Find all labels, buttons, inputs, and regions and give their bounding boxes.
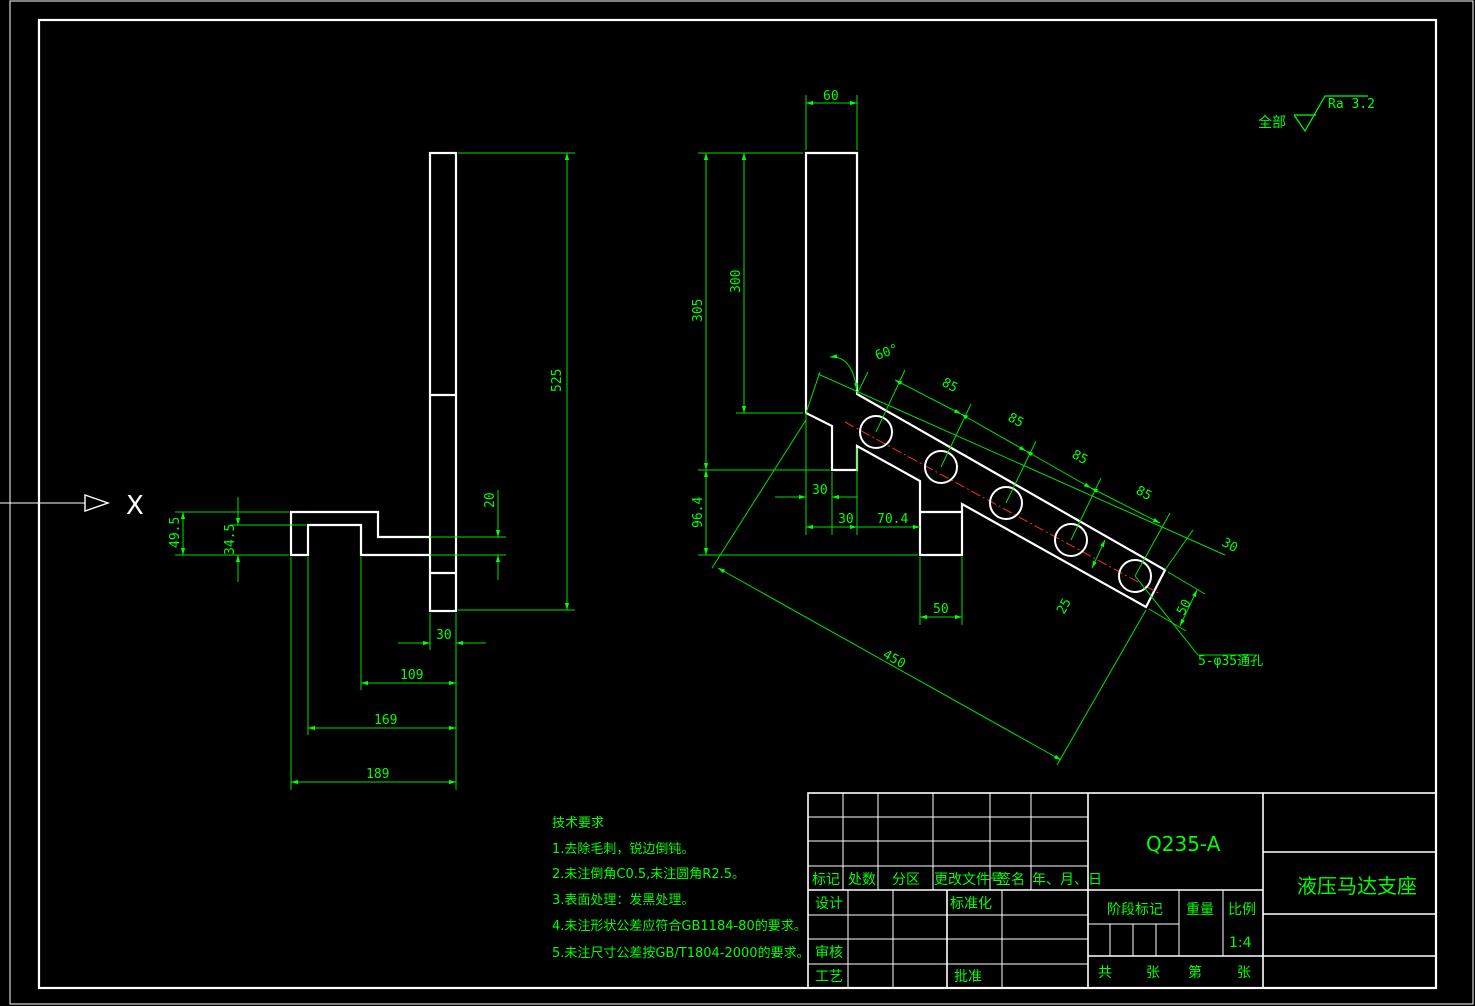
dim-85-b: 85 [1005, 410, 1026, 431]
part-name: 液压马达支座 [1297, 874, 1417, 898]
hole-2 [924, 450, 958, 484]
note-3: 3.表面处理：发黑处理。 [552, 892, 694, 908]
hdr-mark: 标记 [812, 872, 840, 888]
lbl-review: 审核 [815, 945, 843, 961]
dim-85-c: 85 [1069, 447, 1090, 468]
dim-20: 20 [483, 492, 498, 508]
dim-25: 25 [1054, 596, 1075, 617]
right-view-dimensions: 60 305 300 96.4 30 30 70.4 50 60° [691, 89, 1263, 766]
roughness-value: Ra 3.2 [1328, 97, 1375, 112]
dim-49-5: 49.5 [168, 517, 183, 548]
roughness-symbol: 全部 Ra 3.2 [1258, 95, 1375, 133]
note-4: 4.未注形状公差应符合GB1184-80的要求。 [552, 918, 807, 934]
dim-109: 109 [400, 668, 423, 683]
lbl-process: 工艺 [815, 969, 843, 985]
scale-value: 1:4 [1229, 935, 1252, 951]
lbl-sheets: 张 [1146, 965, 1160, 981]
view-marker-label: X [126, 491, 144, 521]
dim-189: 189 [366, 767, 389, 782]
hole-callout: 5-φ35通孔 [1198, 654, 1263, 669]
hdr-count: 处数 [848, 872, 876, 888]
lbl-total: 共 [1098, 965, 1112, 981]
hole-3 [989, 486, 1023, 520]
dim-70-4: 70.4 [877, 512, 908, 527]
note-2: 2.未注倒角C0.5,未注圆角R2.5。 [552, 867, 745, 882]
dim-34-5: 34.5 [223, 524, 238, 555]
dim-96-4: 96.4 [691, 497, 706, 528]
dim-305: 305 [691, 299, 706, 322]
material: Q235-A [1146, 832, 1221, 856]
dim-50-end: 50 [1174, 597, 1195, 618]
dim-169: 169 [374, 713, 397, 728]
left-view-geometry [289, 151, 458, 613]
lbl-standard: 标准化 [950, 896, 992, 912]
lbl-scale: 比例 [1228, 902, 1256, 918]
drawing-border [37, 18, 1438, 990]
right-view-geometry [804, 151, 1167, 609]
left-view-dimensions: 525 20 30 109 169 189 49.5 34.5 [168, 152, 575, 790]
holes [859, 415, 1152, 593]
dim-450: 450 [880, 647, 908, 672]
dim-angle: 60° [873, 342, 900, 364]
hdr-date: 年、月、日 [1032, 872, 1102, 888]
hole-4 [1054, 523, 1088, 557]
lbl-stage: 阶段标记 [1107, 902, 1163, 918]
dim-30-b: 30 [838, 512, 854, 527]
technical-requirements: 技术要求 1.去除毛刺，锐边倒钝。 2.未注倒角C0.5,未注圆角R2.5。 3… [552, 816, 810, 961]
lbl-weight: 重量 [1186, 902, 1214, 918]
note-1: 1.去除毛刺，锐边倒钝。 [552, 842, 694, 857]
roughness-scope: 全部 [1258, 114, 1286, 131]
hdr-sign: 签名 [997, 871, 1025, 888]
note-5: 5.未注尺寸公差按GB/T1804-2000的要求。 [552, 945, 810, 961]
dim-30-left: 30 [436, 628, 452, 643]
lbl-design: 设计 [815, 896, 843, 912]
hdr-zone: 分区 [892, 872, 920, 888]
hole-centerline [844, 421, 1161, 595]
dim-300: 300 [729, 270, 744, 293]
hdr-doc: 更改文件号 [934, 872, 1004, 888]
outer-frame [9, 0, 1474, 1005]
dim-30-a: 30 [812, 483, 828, 498]
dim-85-d: 85 [1133, 483, 1154, 504]
title-block: Q235-A 液压马达支座 标记 处数 分区 更改文件号 签名 年、月、日 设计… [807, 792, 1437, 989]
dim-50: 50 [933, 602, 949, 617]
lbl-approve: 批准 [954, 969, 982, 985]
dim-30-end: 30 [1219, 535, 1240, 556]
dim-60: 60 [823, 89, 839, 104]
hole-1 [859, 415, 893, 449]
lbl-no: 第 [1188, 964, 1202, 981]
lbl-sheets2: 张 [1237, 965, 1251, 981]
dim-85-a: 85 [939, 375, 960, 396]
view-arrow: X [0, 491, 144, 521]
notes-title: 技术要求 [552, 816, 604, 831]
hole-5 [1118, 559, 1152, 593]
dim-525: 525 [550, 369, 565, 392]
